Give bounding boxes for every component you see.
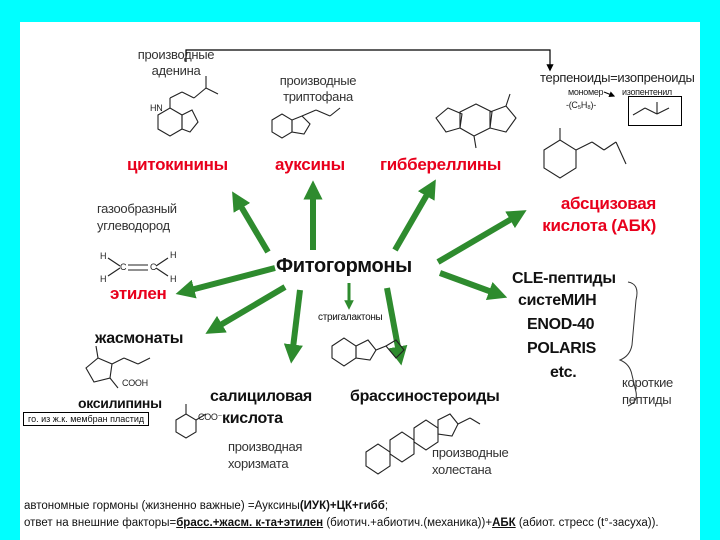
salicylic-label-line2: кислота: [222, 410, 283, 427]
ethylene-desc-line2: углеводород: [97, 218, 170, 233]
terpene-formula: -(C₅H₈)-: [566, 100, 596, 110]
arrow-to-gibberellins: [392, 179, 436, 252]
peptide-item-4: POLARIS: [527, 340, 597, 357]
brassino-source-line2: холестана: [432, 462, 492, 477]
auxin-source-line1: производные: [279, 73, 357, 88]
cytokinins-label: цитокинины: [127, 155, 228, 174]
brassino-source-line1: производные: [432, 445, 509, 460]
footer-line1: автономные гормоны (жизненно важные) =Ау…: [24, 500, 389, 512]
auxin-source-line2: триптофана: [283, 89, 353, 104]
gibberellins-label: гиббереллины: [380, 155, 502, 174]
brassinosteroids-label: брассиностероиды: [350, 388, 500, 405]
peptide-item-2: систеМИН: [518, 292, 597, 309]
arrow-to-peptides: [438, 270, 508, 301]
aba-structure-icon: [543, 128, 627, 179]
strigolactone-structure-icon: [331, 337, 405, 367]
salicylic-source-line1: производная: [228, 439, 303, 454]
terpenoids-title: терпеноиды=изопреноиды: [540, 70, 695, 85]
peptide-note-line1: короткие: [622, 375, 673, 390]
isopentenyl-box: [628, 96, 682, 126]
arrow-to-cytokinins: [232, 191, 271, 254]
ethylene-structure-icon: [107, 257, 169, 277]
arrow-to-ethylene: [175, 265, 276, 299]
salicylic-source-line2: хоризмата: [228, 456, 289, 471]
jasmonates-label: жасмонаты: [95, 330, 184, 347]
monomer-label: мономер: [568, 87, 604, 97]
aba-label-line2: кислота (АБК): [542, 216, 656, 235]
arrow-to-brassinosteroids: [384, 287, 408, 366]
salicylic-label-line1: салициловая: [210, 388, 312, 405]
peptide-item-5: etc.: [550, 364, 577, 381]
strigolactones-label: стригалактоны: [318, 312, 383, 323]
terpenoid-link: [185, 49, 554, 72]
monomer-link: [603, 91, 616, 98]
footer-line2: ответ на внешние факторы=брасс.+жасм. к-…: [24, 517, 659, 529]
hormone-arrows: [175, 179, 527, 366]
brassinosteroid-structure-icon: [365, 413, 481, 475]
peptide-note-line2: пептиды: [622, 392, 672, 407]
center-title: Фитогормоны: [276, 255, 412, 277]
cytokinin-source-line1: производные: [137, 47, 215, 62]
jasmonate-structure-icon: [85, 345, 151, 389]
adenine-structure-icon: [157, 76, 219, 137]
arrow-to-jasmonates: [205, 284, 287, 334]
ethylene-label: этилен: [110, 284, 167, 303]
isopentenyl-structure-icon: [632, 102, 670, 116]
auxins-label: ауксины: [275, 155, 345, 174]
oxylipins-label: оксилипины: [78, 395, 162, 411]
ethylene-desc-line1: газообразный: [97, 201, 177, 216]
cytokinin-source-line2: аденина: [151, 63, 201, 78]
aba-label-line1: абсцизовая: [560, 194, 656, 213]
isopentenyl-label: изопентенил: [622, 87, 672, 97]
jasmonate-origin-box: го. из ж.к. мембран пластид: [23, 412, 150, 426]
indole-structure-icon: [271, 107, 341, 139]
peptide-brace: [618, 281, 638, 407]
salicylic-structure-icon: [175, 404, 207, 439]
gibberellin-structure-icon: [435, 93, 517, 149]
peptide-item-1: CLE-пептиды: [512, 270, 616, 287]
diagram-panel: [20, 22, 700, 540]
peptide-item-3: ENOD-40: [527, 316, 595, 333]
arrow-to-aba: [436, 210, 527, 265]
arrow-to-salicylic: [283, 289, 303, 364]
